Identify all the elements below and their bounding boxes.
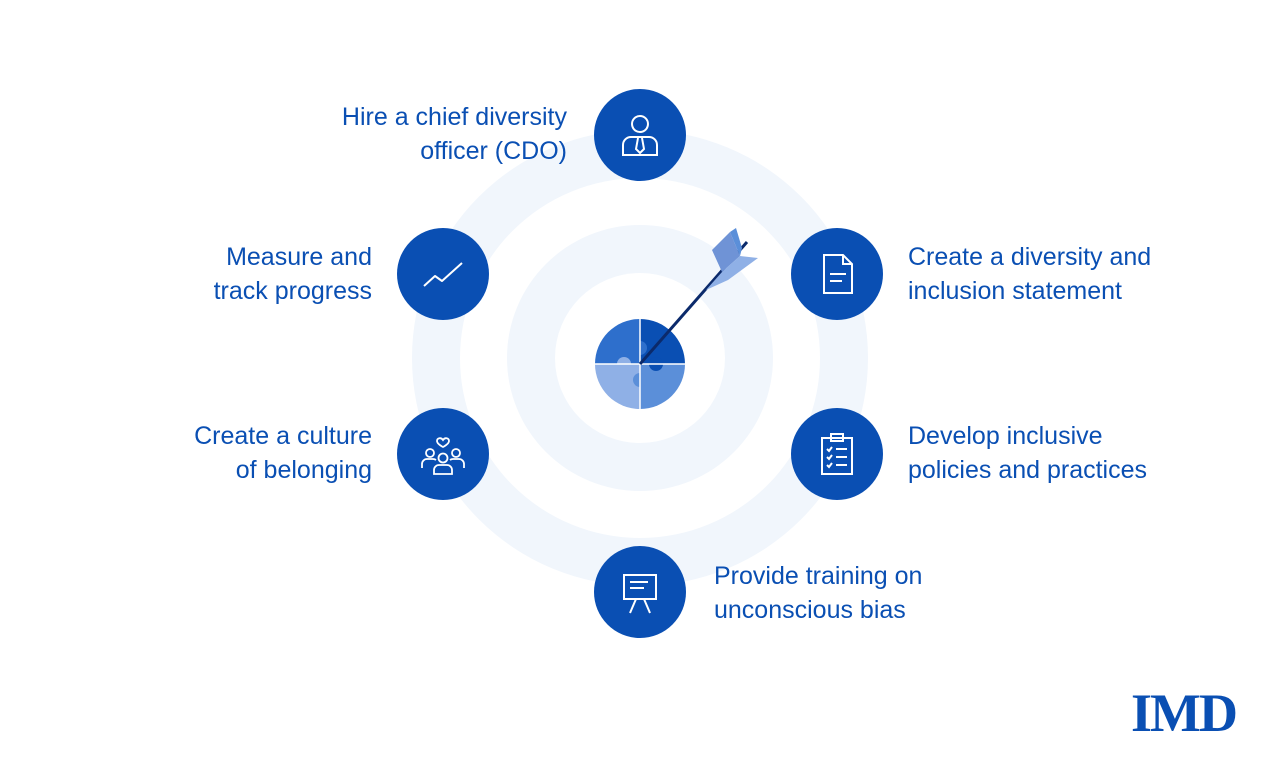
step-label-line: track progress <box>213 277 372 305</box>
puzzle-target-arrow-icon <box>595 228 758 409</box>
step-node-culture <box>397 408 489 500</box>
step-node-training <box>594 546 686 638</box>
step-label-line: Create a diversity and <box>908 243 1152 271</box>
step-label-training: Provide training on unconscious bias <box>714 559 922 627</box>
step-label-line: unconscious bias <box>714 596 906 624</box>
step-label-progress: Measure and track progress <box>214 240 372 308</box>
step-label-line: Measure and <box>226 243 372 271</box>
imd-logo: IMD <box>1131 683 1238 743</box>
trend-line-icon <box>423 262 463 287</box>
presentation-board-icon <box>623 574 657 614</box>
step-label-hire-cdo: Hire a chief diversity officer (CDO) <box>342 100 567 168</box>
step-label-line: Develop inclusive <box>908 422 1103 450</box>
step-label-statement: Create a diversity and inclusion stateme… <box>908 240 1151 308</box>
step-label-policies: Develop inclusive policies and practices <box>908 419 1147 487</box>
person-tie-icon <box>622 115 658 156</box>
step-label-line: Hire a chief diversity <box>341 103 567 131</box>
step-node-policies <box>791 408 883 500</box>
step-label-culture: Create a culture of belonging <box>194 419 372 487</box>
step-label-line: inclusion statement <box>908 277 1123 305</box>
document-icon <box>823 254 853 294</box>
group-heart-icon <box>421 437 465 475</box>
step-label-line: Create a culture <box>194 422 372 450</box>
step-node-progress <box>397 228 489 320</box>
step-label-line: Provide training on <box>714 562 923 590</box>
clipboard-checklist-icon <box>821 433 853 475</box>
step-node-hire-cdo <box>594 89 686 181</box>
step-label-line: of belonging <box>235 456 372 484</box>
step-node-statement <box>791 228 883 320</box>
step-label-line: policies and practices <box>908 456 1148 484</box>
step-label-line: officer (CDO) <box>420 137 567 165</box>
